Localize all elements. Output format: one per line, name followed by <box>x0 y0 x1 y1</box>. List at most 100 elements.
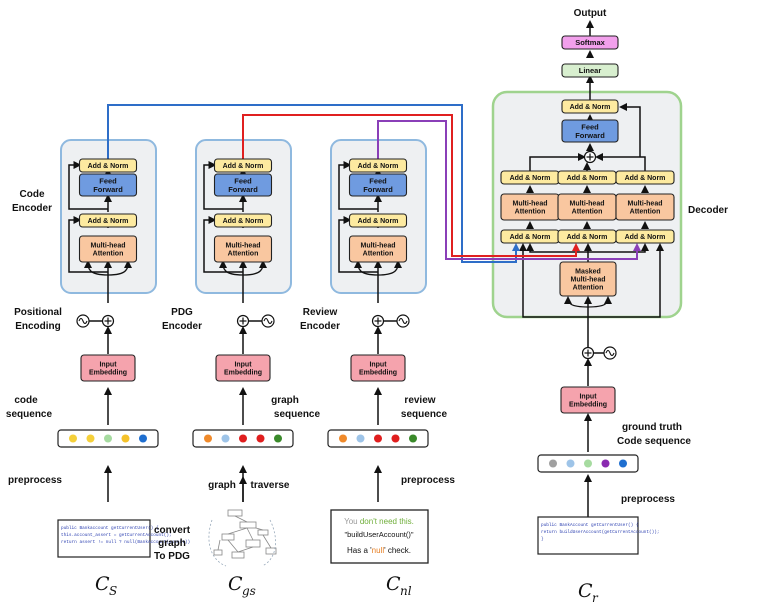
code-snippet-cr-line: } <box>541 537 544 542</box>
pdg-encoder-add-norm-top-rect <box>213 158 273 173</box>
dec-mask-r <box>588 243 649 253</box>
decoder-add-norm-low-3: Add & Norm <box>615 229 675 244</box>
code-encoder-feed-forward-text: Forward <box>93 185 123 194</box>
ground-truth-sequence-strip-token <box>601 459 610 468</box>
decoder-input-embedding-text: Input <box>579 393 597 400</box>
review-encoder-pos-add <box>371 314 385 328</box>
code-encoder-feed-forward-rect <box>78 173 138 197</box>
code-encoder-input-embedding-text: Embedding <box>89 369 127 376</box>
dec-mask-l <box>526 243 588 253</box>
review-comment-snippet: You don't need this. "buildUserAccount()"… <box>330 509 429 564</box>
decoder-add-norm-low-1: Add & Norm <box>500 229 560 244</box>
pdg-edge <box>246 527 254 541</box>
pdg-encoder-label: PDG <box>171 307 193 318</box>
pdg-encoder-multi-head-attention-text: Multi-head <box>226 242 261 249</box>
decoder-add-norm-col-3: Add & Norm <box>615 170 675 185</box>
code-encoder-add-norm-bottom-text: Add & Norm <box>88 218 129 225</box>
preprocess-label-code: preprocess <box>8 475 62 486</box>
code-encoder-label: Code <box>20 189 45 200</box>
decoder-masked-attention-rect <box>559 261 617 297</box>
pdg-encoder-add-norm-top-text: Add & Norm <box>223 163 264 170</box>
pdg-encoder-pos-add <box>236 314 250 328</box>
code-snippet-cs-line: this.account_assert = getCurrentAccount(… <box>61 533 172 538</box>
review-encoder-res-1 <box>338 216 378 273</box>
review-comment-line-1: You don't need this. <box>344 517 414 526</box>
code-snippet-cs-line: return assert != null ? null(BankAccount… <box>61 540 190 545</box>
pdg-encoder-input-embedding-rect <box>215 354 271 382</box>
dec-mask-fan-l <box>564 296 589 308</box>
dec-col1-sum <box>529 153 586 171</box>
review-encoder-multi-head-attention-text: Multi-head <box>361 242 396 249</box>
review-encoder-multi-head-attention-text: Attention <box>363 250 394 257</box>
c-s-variable-sub: S <box>109 584 117 598</box>
code-encoder-add-norm-bottom-rect <box>78 213 138 228</box>
code-encoder-label: Encoder <box>12 203 52 214</box>
review-encoder-add-norm-top: Add & Norm <box>348 158 408 173</box>
code-encoder-input-embedding-rect <box>80 354 136 382</box>
pdg-node <box>231 551 245 559</box>
pdg-edge <box>255 527 264 531</box>
decoder-add-norm-low-2-text: Add & Norm <box>567 234 608 241</box>
pdg-node <box>227 509 243 517</box>
decoder-attention-col-1-text: Multi-head <box>513 200 548 207</box>
preprocess-label-ground-truth: preprocess <box>621 494 675 505</box>
review-encoder-add-norm-top-rect <box>348 158 408 173</box>
review-encoder-feed-forward-text: Forward <box>363 185 393 194</box>
ground-truth-sequence-strip <box>537 454 639 473</box>
decoder-input-embedding-rect <box>560 386 616 414</box>
decoder-softmax-rect <box>561 35 619 50</box>
pdg-encoder-add-norm-bottom-rect <box>213 213 273 228</box>
review-sequence-strip-token <box>339 434 347 443</box>
decoder-add-norm-col-2-text: Add & Norm <box>567 175 608 182</box>
code-encoder-multi-head-attention-text: Multi-head <box>91 242 126 249</box>
pdg-encoder-feed-forward-text: Feed <box>234 176 252 185</box>
code-sequence-label: code <box>14 395 38 406</box>
to-pdg-label: To PDG <box>154 551 190 562</box>
review-encoder-feed-forward-text: Feed <box>369 176 387 185</box>
code-encoder-res-2 <box>68 161 108 210</box>
pdg-encoder-sine-icon-sine <box>263 317 273 325</box>
decoder-add-norm-low-1-text: Add & Norm <box>510 234 551 241</box>
ground-truth-label: Code sequence <box>617 436 691 447</box>
review-comment-line-2: "buildUserAccount()" <box>344 530 413 539</box>
ground-truth-sequence-strip-token <box>566 459 575 468</box>
decoder-masked-attention-text: Masked <box>575 268 601 275</box>
review-sequence-strip <box>327 429 429 448</box>
decoder-linear: Linear <box>561 63 619 78</box>
decoder-masked-attention-text: Attention <box>573 284 604 291</box>
pdg-node <box>257 529 269 536</box>
review-sequence-label: review <box>404 395 435 406</box>
c-r-variable-c: C <box>578 580 593 602</box>
decoder-sine-icon <box>603 346 617 360</box>
review-encoder-sine-icon <box>396 314 410 328</box>
dec-mask-fan-r <box>587 296 612 308</box>
ground-truth-sequence-strip-token <box>549 459 557 468</box>
decoder-add-norm-col-3-rect <box>615 170 675 185</box>
ground-truth-label: ground truth <box>622 422 682 433</box>
ground-truth-sequence-strip-token <box>619 459 627 468</box>
convert-label: convert <box>154 525 191 536</box>
decoder-pos-add <box>581 346 595 360</box>
code-snippet-cr-frame <box>537 516 639 555</box>
decoder-attention-col-3-rect <box>615 193 675 221</box>
code-sequence-strip-token <box>139 434 147 443</box>
pdg-encoder-sine-icon <box>261 314 275 328</box>
positional-encoding-label: Positional <box>14 307 62 318</box>
pdg-encoder-input-embedding-text: Embedding <box>224 369 262 376</box>
code-encoder-pos-add <box>101 314 115 328</box>
pdg-encoder-input-embedding-text: Input <box>234 361 252 368</box>
dec-res-top <box>619 103 641 157</box>
review-sequence-strip-token <box>409 434 417 443</box>
code-encoder-feed-forward-text: Feed <box>99 176 117 185</box>
review-encoder-add-norm-top-text: Add & Norm <box>358 163 399 170</box>
